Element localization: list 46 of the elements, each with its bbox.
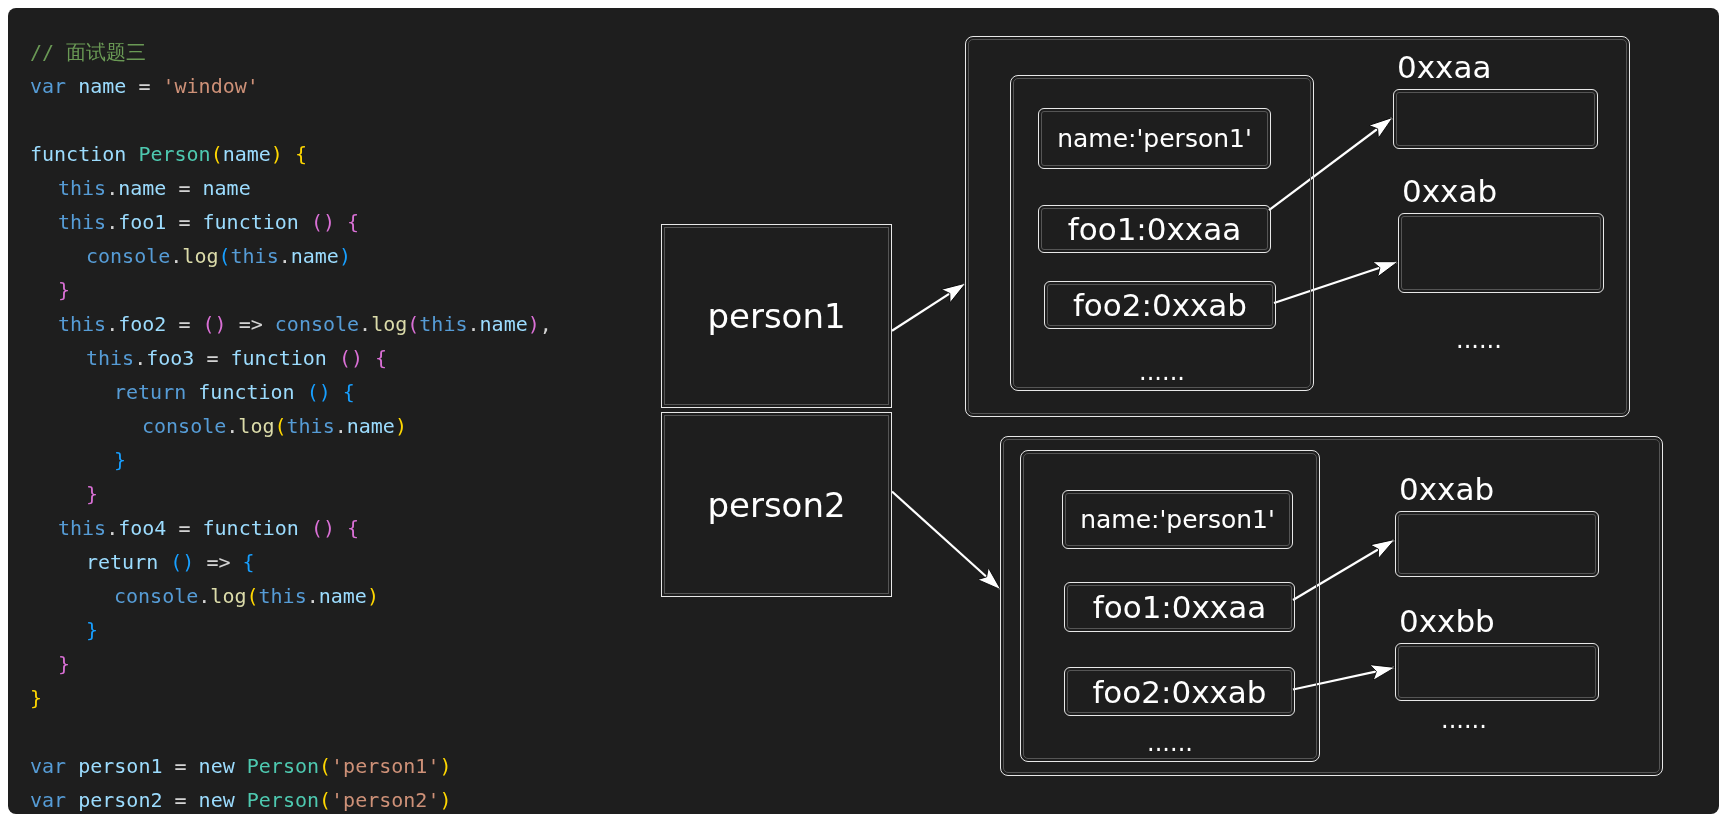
code-line: } xyxy=(86,617,99,644)
arrow xyxy=(891,282,967,332)
code-line: this.foo2 = () => console.log(this.name), xyxy=(58,311,552,338)
code-line: var person1 = new Person('person1') xyxy=(30,753,452,780)
property-box: foo1:0xxaa xyxy=(1064,582,1295,632)
arrow xyxy=(1268,117,1394,212)
arrow xyxy=(891,490,1002,591)
code-line: return () => { xyxy=(86,549,255,576)
code-line: var person2 = new Person('person2') xyxy=(30,787,452,814)
code-line: } xyxy=(114,447,127,474)
code-line: return function () { xyxy=(114,379,355,406)
object-box xyxy=(1010,75,1314,391)
code-line: } xyxy=(86,481,99,508)
address-label: 0xxbb xyxy=(1398,603,1496,639)
code-line: var name = 'window' xyxy=(30,73,259,100)
code-line: } xyxy=(58,651,71,678)
variable-box: person1 xyxy=(661,224,892,408)
code-comment: // 面试题三 xyxy=(30,39,147,66)
code-line: this.foo1 = function () { xyxy=(58,209,360,236)
code-line: console.log(this.name) xyxy=(114,583,379,610)
ellipsis-text: ...... xyxy=(1139,358,1185,386)
property-box: foo2:0xxab xyxy=(1044,281,1276,329)
address-label: 0xxaa xyxy=(1396,49,1493,85)
ellipsis-text: ...... xyxy=(1441,706,1487,734)
property-box: foo2:0xxab xyxy=(1064,667,1295,716)
object-panel xyxy=(1000,436,1663,776)
arrow xyxy=(1292,539,1396,601)
object-box xyxy=(1020,450,1320,762)
code-line: } xyxy=(30,685,43,712)
object-panel xyxy=(965,36,1630,417)
property-box: name:'person1' xyxy=(1062,490,1293,549)
variable-box: person2 xyxy=(661,412,892,597)
property-box: name:'person1' xyxy=(1038,108,1271,169)
ellipsis-text: ...... xyxy=(1456,326,1502,354)
ellipsis-text: ...... xyxy=(1147,729,1193,757)
code-line: this.foo3 = function () { xyxy=(86,345,388,372)
code-line: this.foo4 = function () { xyxy=(58,515,360,542)
arrow xyxy=(1273,260,1399,305)
code-line: this.name = name xyxy=(58,175,251,202)
address-label: 0xxab xyxy=(1401,173,1499,209)
code-line: function Person(name) { xyxy=(30,141,307,168)
address-label: 0xxab xyxy=(1398,471,1496,507)
code-line: console.log(this.name) xyxy=(142,413,407,440)
code-line: } xyxy=(58,277,71,304)
property-box: foo1:0xxaa xyxy=(1038,205,1271,253)
code-line: console.log(this.name) xyxy=(86,243,351,270)
